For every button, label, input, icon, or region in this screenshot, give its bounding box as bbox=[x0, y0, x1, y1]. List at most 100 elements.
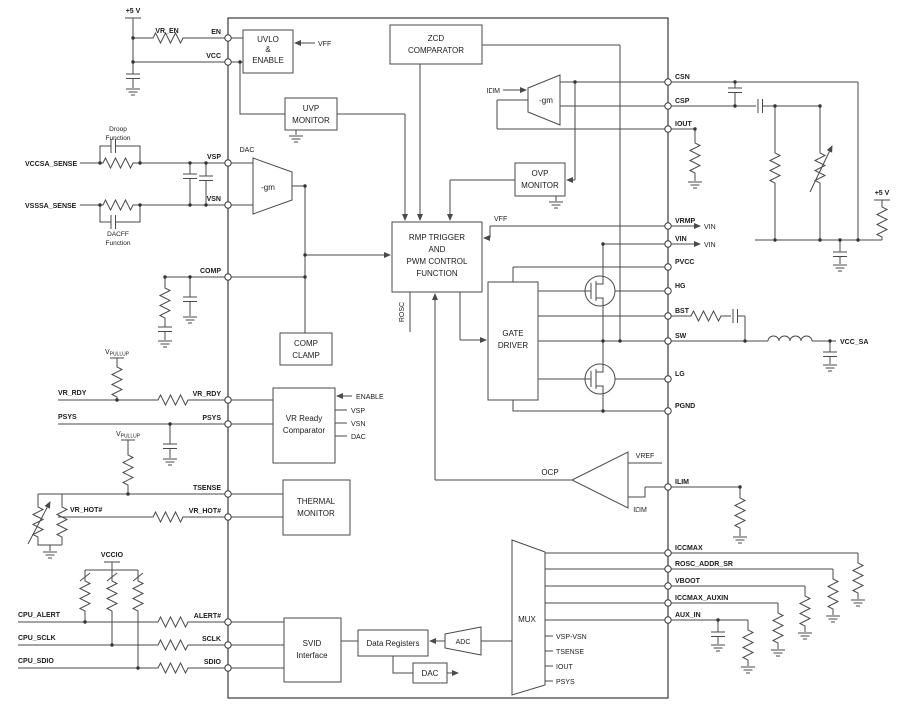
block-svid-text: Interface bbox=[296, 651, 328, 660]
mux-block bbox=[511, 539, 546, 696]
resistor bbox=[154, 616, 192, 628]
ground-symbol bbox=[157, 340, 173, 348]
ilim-label: ILIM bbox=[633, 507, 647, 514]
plus5v-label: +5 V bbox=[126, 8, 141, 15]
pin-label: SDIO bbox=[204, 659, 222, 666]
ground-symbol bbox=[822, 364, 838, 372]
enable-label: ENABLE bbox=[356, 394, 384, 401]
pin bbox=[224, 273, 232, 281]
pin bbox=[664, 599, 672, 607]
block-uvlo-text: UVLO bbox=[257, 35, 279, 44]
resistor bbox=[106, 577, 118, 615]
capacitor bbox=[162, 443, 178, 449]
block-data-registers bbox=[357, 629, 429, 657]
block-uvlo-enable bbox=[242, 29, 294, 74]
capacitor bbox=[757, 98, 763, 114]
pin-label: SCLK bbox=[202, 636, 221, 643]
resistor bbox=[154, 639, 192, 651]
pin-label: COMP bbox=[200, 268, 221, 275]
pin bbox=[664, 549, 672, 557]
pin bbox=[664, 407, 672, 415]
vr-rdy-ext-label: VR_RDY bbox=[58, 390, 87, 397]
pin bbox=[664, 312, 672, 320]
capacitor bbox=[822, 351, 838, 357]
dac-label: DAC bbox=[351, 434, 366, 441]
pin-label: VRMP bbox=[675, 218, 696, 225]
pin-label: VSN bbox=[207, 196, 221, 203]
block-vr-ready-text: VR Ready bbox=[286, 414, 322, 423]
ground-symbol bbox=[710, 644, 726, 652]
pin bbox=[224, 396, 232, 404]
pin-label: VSP bbox=[207, 154, 221, 161]
pin-label: LG bbox=[675, 371, 685, 378]
pin bbox=[664, 287, 672, 295]
cpu-sdio-label: CPU_SDIO bbox=[18, 658, 54, 665]
block-zcd-comparator bbox=[389, 24, 483, 65]
pin bbox=[664, 375, 672, 383]
mux-input-label: TSENSE bbox=[556, 649, 584, 656]
pin-label: EN bbox=[211, 29, 221, 36]
pin-label: CSN bbox=[675, 74, 690, 81]
ic-boundary bbox=[227, 17, 669, 699]
capacitor bbox=[182, 173, 198, 179]
pin-label: VIN bbox=[675, 236, 687, 243]
ground-symbol bbox=[732, 536, 748, 544]
block-gate-driver-text: GATE bbox=[502, 329, 523, 338]
rosc-label: ROSC bbox=[399, 302, 406, 322]
resistor bbox=[799, 592, 811, 630]
vff-label: VFF bbox=[318, 41, 331, 48]
pin bbox=[664, 582, 672, 590]
capacitor bbox=[832, 251, 848, 257]
pin bbox=[664, 337, 672, 345]
pin bbox=[224, 641, 232, 649]
block-rmp-text: FUNCTION bbox=[416, 269, 458, 278]
ground-symbol bbox=[182, 316, 198, 324]
vpullup-v: V bbox=[116, 431, 121, 438]
ground-symbol bbox=[770, 649, 786, 657]
dacff-function-label: Function bbox=[106, 240, 131, 247]
resistor bbox=[689, 139, 701, 177]
pin-label: HG bbox=[675, 283, 686, 290]
resistor bbox=[159, 284, 171, 322]
pin bbox=[224, 618, 232, 626]
vsp-label: VSP bbox=[351, 408, 365, 415]
dac-ref-label: DAC bbox=[240, 147, 255, 154]
psys-ext-label: PSYS bbox=[58, 414, 77, 421]
pin bbox=[224, 490, 232, 498]
resistor bbox=[154, 662, 192, 674]
labels: EN VCC VSP VSN COMP VR_RDY PSYS TSENSE V… bbox=[18, 8, 890, 686]
current-sense-amp-gm bbox=[527, 74, 561, 126]
vsssa-sense-label: VSSSA_SENSE bbox=[25, 203, 77, 210]
resistor bbox=[154, 394, 192, 406]
ground-symbol bbox=[162, 458, 178, 466]
pin bbox=[664, 240, 672, 248]
capacitor bbox=[710, 631, 726, 637]
function-blocks bbox=[242, 24, 629, 696]
block-uvlo-text: ENABLE bbox=[252, 56, 284, 65]
pins bbox=[224, 34, 672, 672]
block-svid-interface bbox=[283, 617, 342, 683]
vpullup-label: VPULLUP bbox=[116, 431, 141, 440]
dacff-function-label: DACFF bbox=[107, 231, 129, 238]
resistor bbox=[79, 577, 91, 615]
thermistor bbox=[32, 503, 44, 541]
resistor bbox=[687, 310, 725, 322]
vr-en-label: VR_EN bbox=[155, 28, 178, 35]
junctions bbox=[83, 36, 860, 670]
block-vr-ready-comparator bbox=[272, 387, 336, 464]
resistor bbox=[772, 609, 784, 647]
vff-label: VFF bbox=[494, 216, 507, 223]
vpullup-v: V bbox=[105, 349, 110, 356]
vin-label: VIN bbox=[704, 242, 716, 249]
pin-label: IOUT bbox=[675, 121, 692, 128]
ocp-comparator bbox=[570, 451, 629, 509]
block-rmp-text: AND bbox=[429, 245, 446, 254]
resistor bbox=[852, 559, 864, 597]
capacitor bbox=[198, 175, 214, 181]
block-mux-text: MUX bbox=[518, 615, 536, 624]
variable-resistor bbox=[814, 149, 826, 187]
capacitor bbox=[157, 326, 173, 332]
pin bbox=[664, 125, 672, 133]
